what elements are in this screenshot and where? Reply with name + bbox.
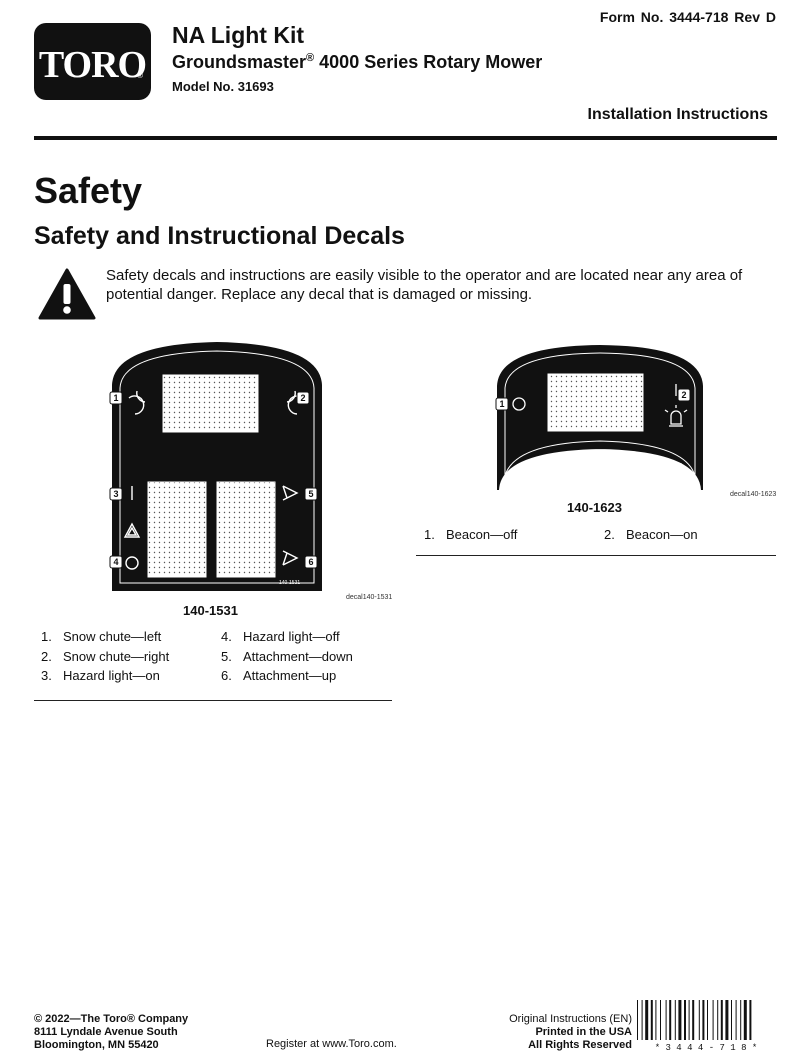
document-title: NA Light Kit [172,22,305,48]
decal-stamp: 140-1623 [678,463,684,484]
callout-2: 2 [681,390,686,400]
model-number: Model No. 31693 [172,79,274,94]
safety-intro-text: Safety decals and instructions are easil… [106,267,743,303]
subtitle-series: 4000 Series Rotary Mower [314,52,543,72]
header-divider [34,136,777,140]
callout-2: 2 [300,393,305,403]
printed-in-usa: Printed in the USA [535,1026,632,1038]
legend-item: 6.Attachment—up [221,668,337,683]
decal-140-1531-callouts [109,391,318,569]
section-subheading: Safety and Instructional Decals [34,222,405,250]
callout-1: 1 [113,393,118,403]
decal-code: decal140-1531 [346,594,393,601]
all-rights-reserved: All Rights Reserved [528,1039,632,1051]
warning-triangle-icon [38,268,96,320]
subtitle-registered-mark: ® [306,52,315,64]
installation-instructions-label: Installation Instructions [587,106,768,123]
decal-part-number: 140-1531 [183,603,238,618]
callout-6: 6 [308,557,313,567]
decal-140-1623-legend-left: 1.Beacon—off [424,527,517,547]
decal-stamp: 140-1531 [279,580,300,586]
subtitle-product: Groundsmaster [172,52,307,72]
original-instructions: Original Instructions (EN) [509,1013,632,1025]
legend-item: 5.Attachment—down [221,648,353,664]
decal-140-1623-legend-right: 2.Beacon—on [604,527,698,547]
toro-logo: TORO ® [34,23,151,100]
decal-part-number: 140-1623 [567,500,622,515]
legend-item: 4.Hazard light—off [221,629,340,644]
legend-divider [416,555,776,556]
callout-3: 3 [113,489,118,499]
logo-text: TORO [38,44,147,86]
callout-4: 4 [113,557,118,567]
decal-140-1623-image: 1 2 140-1623 [495,344,703,491]
form-number: Form No. 3444-718 Rev D [599,9,776,25]
legend-item: 1.Beacon—off [424,527,518,542]
document-subtitle: Groundsmaster® 4000 Series Rotary Mower [172,52,542,73]
address-line-1: 8111 Lyndale Avenue South [34,1026,178,1038]
barcode-text: * 3 4 4 4 - 7 1 8 * [655,1043,758,1052]
callout-1: 1 [499,399,504,409]
decal-140-1531-legend-left: 1.Snow chute—left 2.Snow chute—right 3.H… [41,629,169,688]
decal-140-1531-legend-right: 4.Hazard light—off 5.Attachment—down 6.A… [221,629,353,688]
legend-item: 2.Snow chute—right [41,648,170,664]
legend-item: 2.Beacon—on [604,527,698,542]
callout-5: 5 [308,489,313,499]
footer-company-info: © 2022—The Toro® Company 8111 Lyndale Av… [34,1013,188,1052]
register-text: Register at www.Toro.com. [266,1038,397,1050]
legend-divider [34,700,392,701]
logo-registered-mark: ® [137,71,143,80]
section-heading: Safety [34,170,143,211]
legend-item: 3.Hazard light—on [41,668,160,683]
copyright: © 2022—The Toro® Company [34,1013,189,1025]
barcode: * 3 4 4 4 - 7 1 8 * [636,1000,776,1052]
address-line-2: Bloomington, MN 55420 [34,1039,159,1051]
footer-rights: Original Instructions (EN) Printed in th… [509,1013,632,1052]
decal-140-1531-image: 1 2 3 4 5 6 140-1531 [109,341,322,591]
decal-code: decal140-1623 [730,491,777,498]
legend-item: 1.Snow chute—left [41,629,162,644]
